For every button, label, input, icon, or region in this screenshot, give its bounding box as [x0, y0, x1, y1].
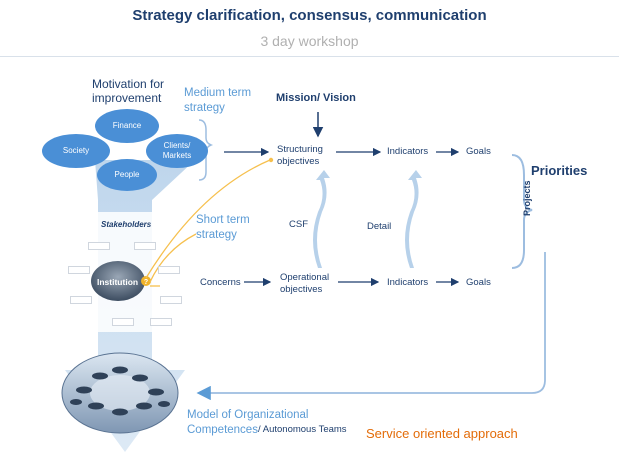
institution-label: Institution: [97, 277, 139, 287]
short-term-label: Short term strategy: [196, 214, 250, 241]
page-title: Strategy clarification, consensus, commu…: [132, 7, 487, 24]
stakeholder-box: [112, 318, 134, 326]
detail-curved-arrow: [405, 170, 422, 268]
priorities-label: Priorities: [531, 163, 588, 178]
page-subtitle: 3 day workshop: [260, 33, 359, 49]
operational-objectives-label: Operational objectives: [280, 272, 330, 295]
detail-label: Detail: [367, 221, 392, 232]
structuring-objectives-label: Structuring objectives: [277, 144, 323, 167]
ellipse-people: People: [97, 159, 157, 191]
stakeholder-box: [158, 266, 180, 274]
stakeholder-box: [70, 296, 92, 304]
medium-term-brace: [198, 119, 214, 181]
stakeholder-box: [160, 296, 182, 304]
goals-top-label: Goals: [466, 146, 491, 157]
stakeholder-box: [88, 242, 110, 250]
ellipse-finance: Finance: [95, 109, 159, 143]
institution-curve-short: [149, 233, 197, 283]
institution-curve-medium: [145, 159, 271, 279]
competence-nodes: [70, 366, 170, 416]
stakeholder-box: [68, 266, 90, 274]
autonomous-teams-label: / Autonomous Teams: [258, 424, 347, 435]
mission-vision-label: Mission/ Vision: [276, 92, 356, 104]
csf-label: CSF: [289, 219, 308, 230]
priorities-brace: [511, 154, 533, 269]
feedback-arrow: [196, 252, 546, 401]
question-icon: [141, 276, 151, 286]
stakeholders-label: Stakeholders: [101, 220, 152, 229]
csf-curved-arrow: [313, 170, 330, 268]
stakeholder-box: [134, 242, 156, 250]
motivation-label: Motivation for improvement: [92, 77, 165, 105]
svg-text:?: ?: [144, 279, 148, 286]
model-competences-label: Model of Organizational Competences: [187, 409, 309, 436]
concerns-label: Concerns: [200, 277, 241, 288]
institution-globe: [91, 261, 145, 301]
ellipse-society: Society: [42, 134, 110, 168]
medium-term-label: Medium term strategy: [184, 87, 252, 114]
indicators-bottom-label: Indicators: [387, 277, 429, 288]
goals-bottom-label: Goals: [466, 277, 491, 288]
header-divider: [0, 56, 619, 57]
stakeholder-box: [150, 318, 172, 326]
indicators-top-label: Indicators: [387, 146, 429, 157]
projects-label: Projects: [522, 180, 532, 216]
ellipse-clients-markets: Clients/ Markets: [146, 134, 208, 168]
service-oriented-label: Service oriented approach: [366, 426, 518, 441]
